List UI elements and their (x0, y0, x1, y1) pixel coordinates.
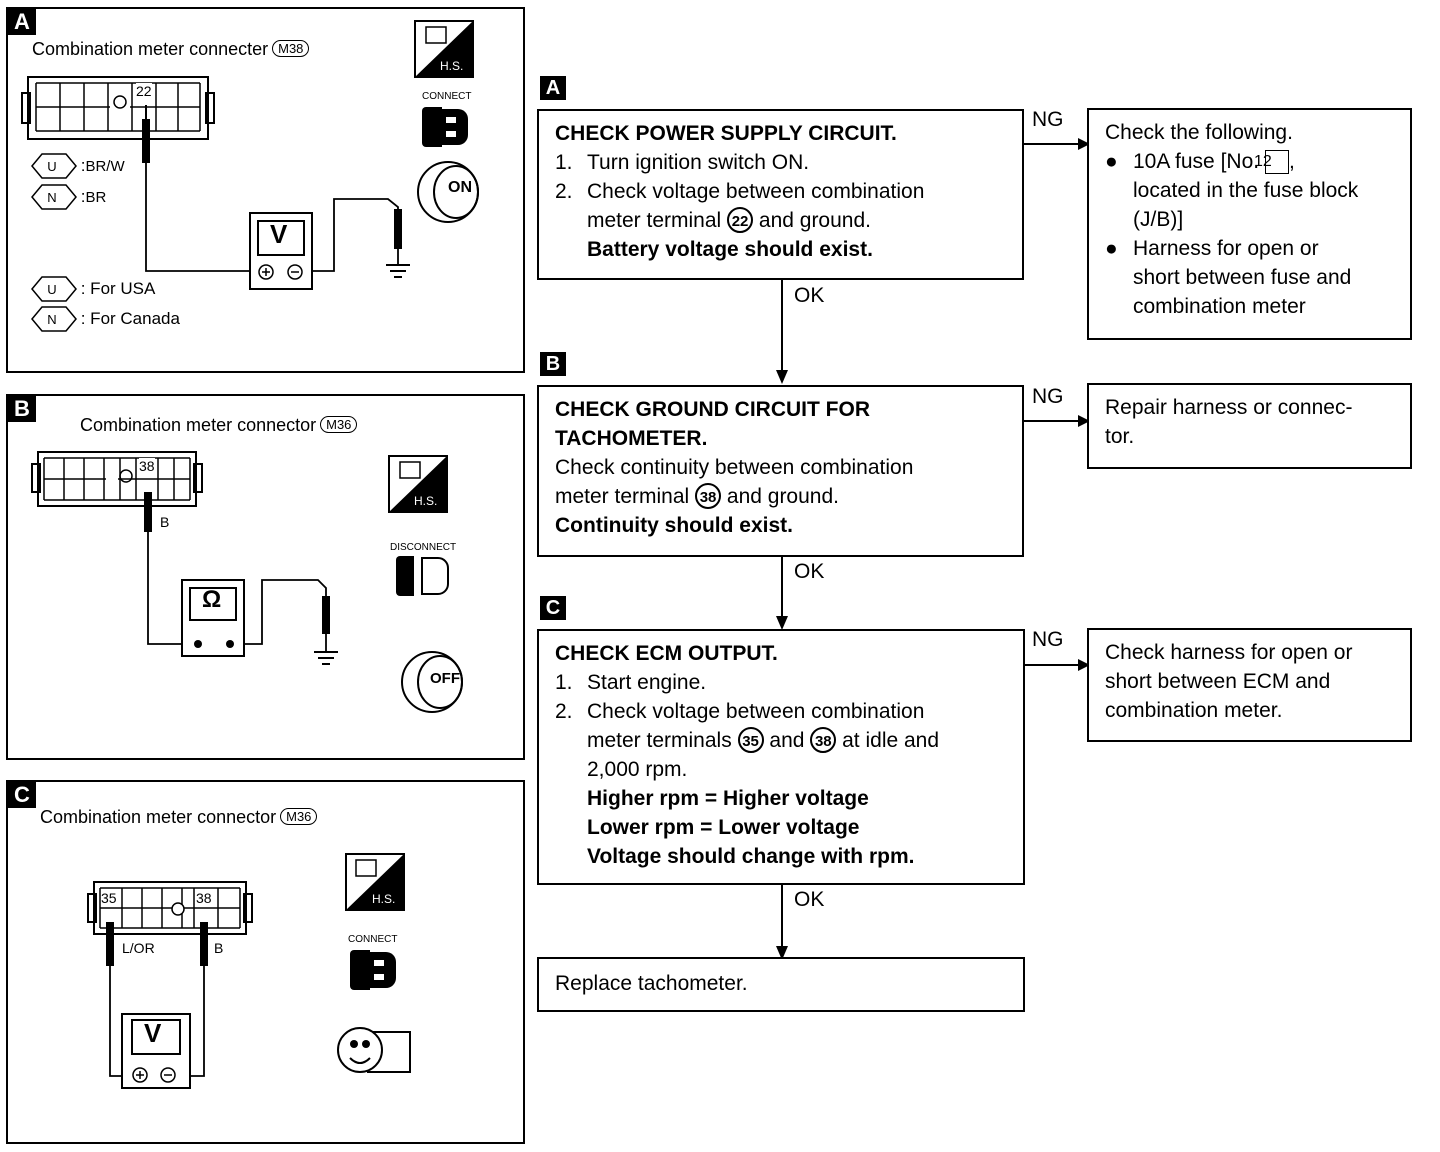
ng-label-b: NG (1032, 385, 1064, 408)
legend-canada: N : For Canada (47, 309, 180, 328)
legend-usa: U : For USA (47, 279, 156, 298)
step-c-item2: Check voltage between combination (587, 700, 925, 723)
step-a-title: CHECK POWER SUPPLY CIRCUIT. (555, 122, 897, 145)
ng-b-line2: tor. (1105, 425, 1135, 448)
ng-a-title: Check the following. (1105, 121, 1293, 144)
hs-label: H.S. (372, 892, 396, 906)
ng-label-a: NG (1032, 108, 1064, 131)
terminal-38-label: 38 (196, 890, 212, 906)
ok-label-a: OK (794, 284, 825, 307)
ng-a-b1-line2: located in the fuse block (1133, 179, 1359, 202)
terminal-38-badge: 38 (695, 483, 722, 509)
step-b-title-2: TACHOMETER. (555, 427, 708, 450)
connector-badge: M36 (320, 416, 358, 433)
ohmmeter-label: Ω (202, 586, 222, 613)
connector-badge: M36 (280, 808, 318, 825)
step-c-result-3: Voltage should change with rpm. (587, 845, 915, 868)
ng-c-line1: Check harness for open or (1105, 641, 1353, 664)
ok-label-b: OK (794, 560, 825, 583)
bullet-icon: ● (1105, 150, 1118, 173)
step-c-item1: Start engine. (587, 671, 707, 694)
ng-c-line2: short between ECM and (1105, 670, 1331, 693)
wire-color-right: B (214, 940, 224, 956)
ok-label-c: OK (794, 888, 825, 911)
ng-c-box: Check harness for open or short between … (1087, 628, 1412, 742)
key-off-icon: OFF (430, 670, 460, 687)
ng-a-b2-line2: short between fuse and (1133, 266, 1352, 289)
terminal-38-badge: 38 (810, 727, 837, 753)
step-b-title-1: CHECK GROUND CIRCUIT FOR (555, 398, 870, 421)
wire-color-label: B (160, 514, 170, 530)
panel-c-diagram (87, 853, 411, 1089)
step-c-title: CHECK ECM OUTPUT. (555, 642, 778, 665)
step-b-box: CHECK GROUND CIRCUIT FOR TACHOMETER. Che… (537, 385, 1024, 557)
panel-c-letter: C (8, 782, 36, 808)
step-a-letter: A (540, 76, 566, 100)
wire-color-usa: U :BR/W (47, 156, 125, 175)
voltmeter-label: V (270, 219, 288, 249)
step-a-item1: Turn ignition switch ON. (587, 151, 810, 174)
step-a-item2: Check voltage between combination (587, 180, 925, 203)
ng-a-b1-line3: (J/B)] (1133, 208, 1184, 231)
ng-a-b2-line3: combination meter (1133, 295, 1306, 318)
disconnect-label: DISCONNECT (390, 542, 457, 553)
panel-b-letter: B (8, 396, 36, 422)
step-c-result-2: Lower rpm = Lower voltage (587, 816, 860, 839)
step-c-item2c: 2,000 rpm. (587, 758, 688, 781)
step-c-box: CHECK ECM OUTPUT. 1.Start engine. 2.Chec… (537, 629, 1025, 885)
wire-color-left: L/OR (122, 940, 155, 956)
panel-a-diagram (21, 20, 479, 332)
terminal-35-label: 35 (101, 890, 117, 906)
bullet-icon: ● (1105, 237, 1118, 260)
final-box: Replace tachometer. (537, 957, 1025, 1012)
step-a-result: Battery voltage should exist. (587, 238, 873, 261)
step-b-letter: B (540, 352, 566, 376)
step-b-line1: Check continuity between combination (555, 456, 914, 479)
panel-a-letter: A (8, 9, 36, 35)
terminal-22-label: 22 (136, 83, 152, 99)
terminal-38-label: 38 (139, 458, 155, 474)
step-a-box: CHECK POWER SUPPLY CIRCUIT. 1.Turn ignit… (537, 109, 1024, 280)
ng-label-c: NG (1032, 628, 1064, 651)
step-c-result-1: Higher rpm = Higher voltage (587, 787, 869, 810)
ng-c-line3: combination meter. (1105, 699, 1283, 722)
panel-b-diagram (31, 451, 463, 713)
connect-label: CONNECT (348, 934, 398, 945)
terminal-22-badge: 22 (727, 207, 754, 233)
hs-label: H.S. (414, 494, 438, 508)
wire-color-canada: N :BR (47, 187, 107, 206)
step-c-letter: C (540, 596, 566, 620)
ng-a-box: Check the following. ●10A fuse [No. 12, … (1087, 108, 1412, 340)
ng-b-line1: Repair harness or connec- (1105, 396, 1353, 419)
connector-badge: M38 (272, 40, 310, 57)
hs-label: H.S. (440, 59, 464, 73)
connect-label: CONNECT (422, 91, 472, 102)
step-b-result: Continuity should exist. (555, 514, 794, 537)
final-text: Replace tachometer. (555, 972, 748, 995)
voltmeter-label: V (144, 1018, 162, 1048)
fuse-number-badge: 12 (1254, 150, 1289, 174)
terminal-35-badge: 35 (737, 727, 764, 753)
ng-b-box: Repair harness or connec- tor. (1087, 383, 1412, 469)
key-on-icon: ON (448, 179, 472, 196)
